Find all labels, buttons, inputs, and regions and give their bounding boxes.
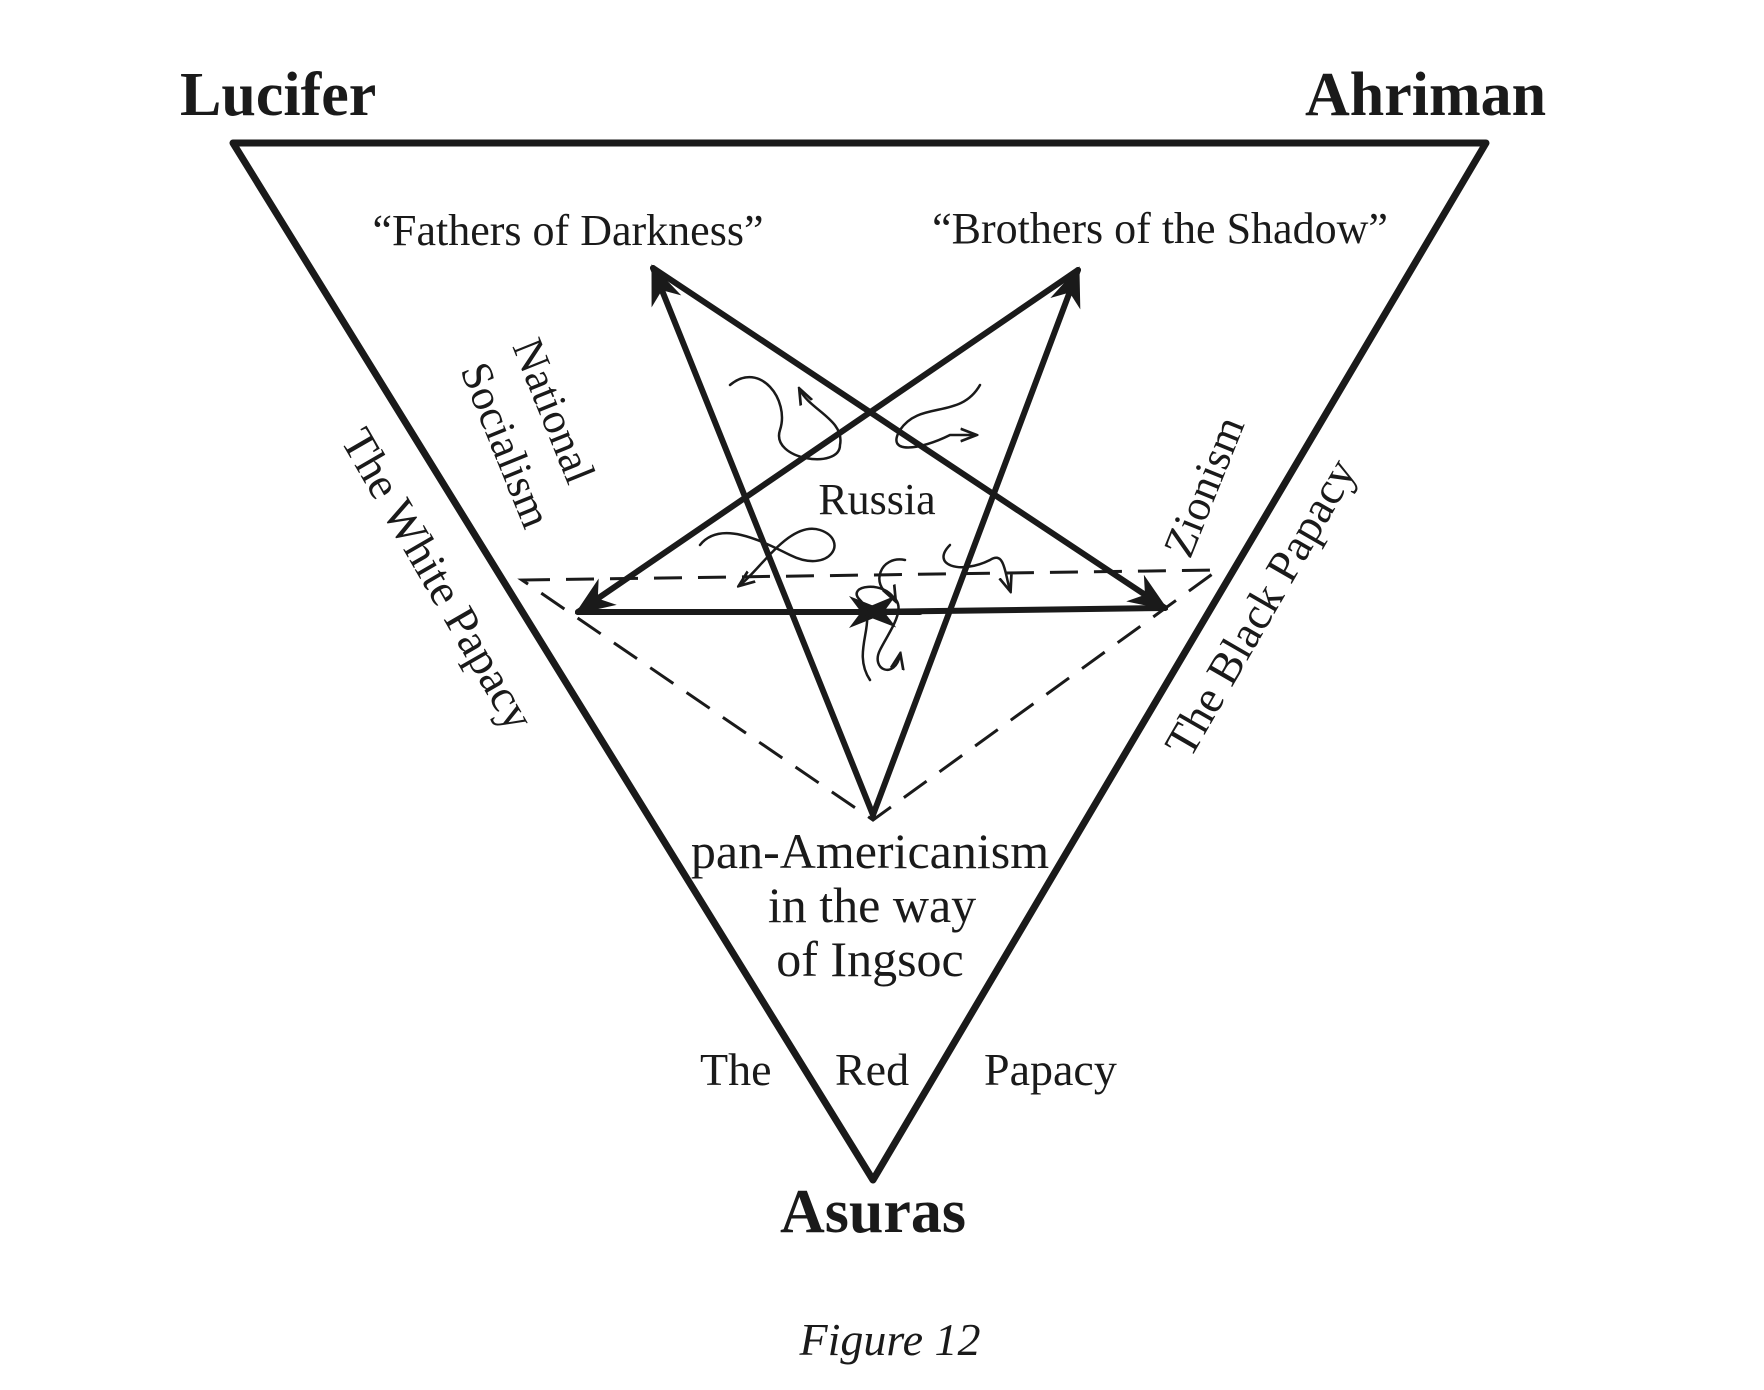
vertex-label-lucifer: Lucifer: [180, 61, 376, 129]
movement-label-in-the-way: in the way: [768, 877, 976, 933]
squiggle-arrow-2: [895, 383, 982, 449]
star-line-bottom-to-upper-right: [870, 266, 1081, 818]
dashed-triangle: [517, 568, 1223, 822]
star-line-upper-right-to-left: [574, 267, 1081, 615]
squiggle-arrow-1: [728, 376, 842, 461]
star-label-brothers-of-the-shadow: “Brothers of the Shadow”: [932, 204, 1388, 253]
outer-triangle: [229, 139, 1490, 1184]
movement-label-russia: Russia: [818, 475, 935, 524]
movement-label-of-ingsoc: of Ingsoc: [776, 931, 963, 987]
figure-caption: Figure 12: [799, 1314, 981, 1365]
star-line-upper-left-to-right: [650, 265, 1169, 611]
squiggle-arrow-6: [855, 587, 895, 682]
vertex-label-ahriman: Ahriman: [1305, 61, 1546, 129]
squiggle-arrow-3: [698, 527, 836, 585]
star-label-fathers-of-darkness: “Fathers of Darkness”: [373, 206, 764, 255]
movement-label-pan-americanism: pan-Americanism: [691, 823, 1049, 879]
side-label-red-the: The: [700, 1044, 772, 1095]
squiggle-arrow-4: [942, 543, 1010, 590]
side-label-red-papacy: Papacy: [984, 1044, 1117, 1095]
vertex-label-asuras: Asuras: [780, 1178, 966, 1246]
side-label-red-red: Red: [835, 1044, 909, 1095]
squiggle-arrow-5: [876, 558, 907, 672]
movement-label-zionism: Zionism: [1154, 409, 1254, 563]
